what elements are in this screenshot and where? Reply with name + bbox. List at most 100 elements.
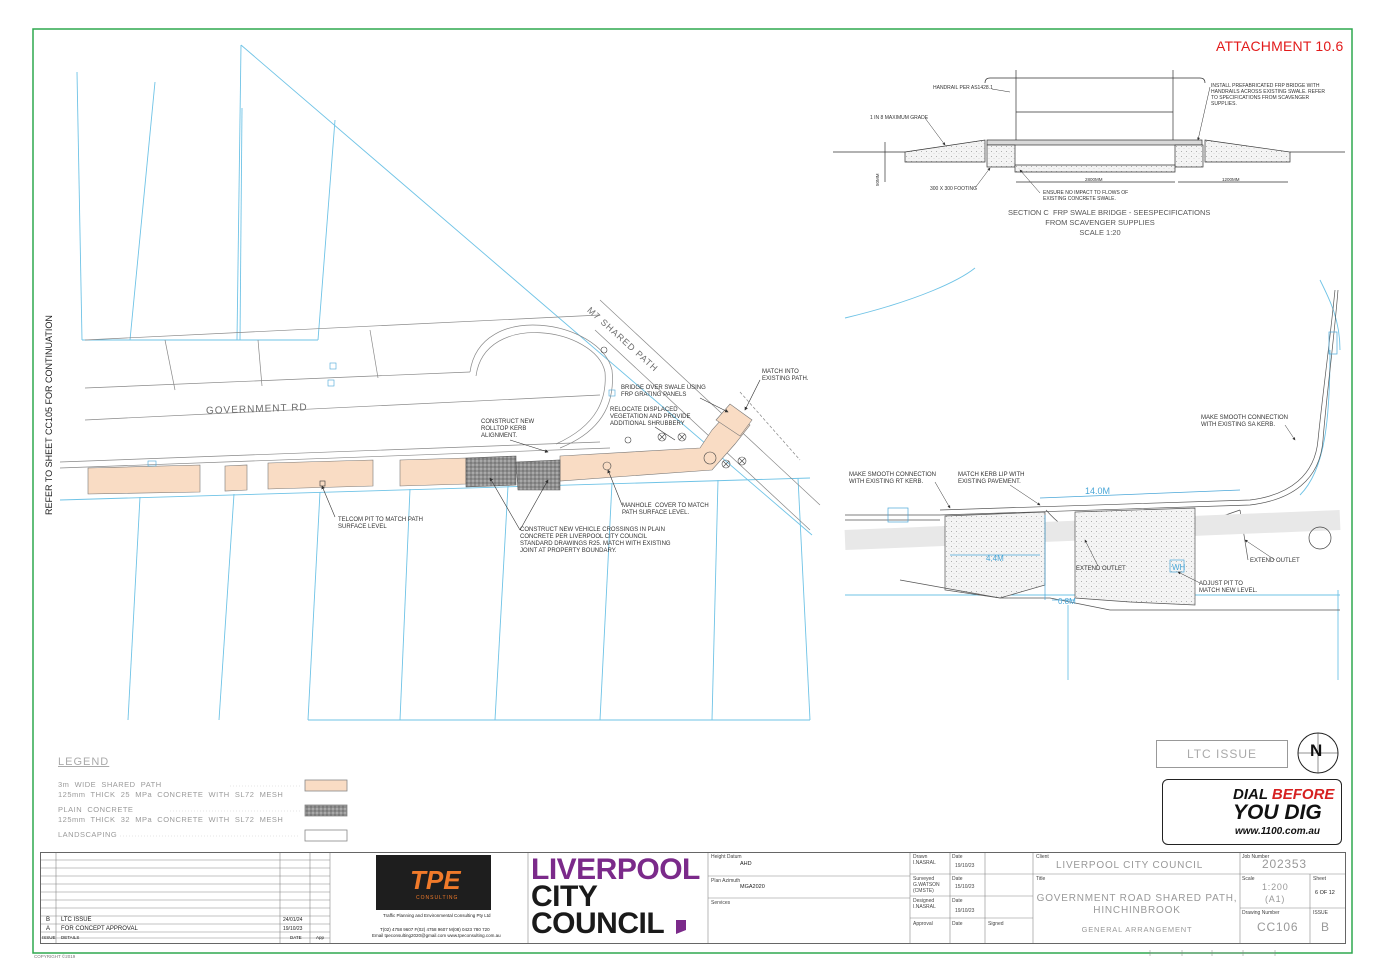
section-leaders (924, 86, 1211, 194)
label-kerb-lip: MATCH KERB LIP WITH EXISTING PAVEMENT. (958, 472, 1025, 485)
label-job: Job Number (1242, 854, 1270, 860)
liverpool-council-logo: LIVERPOOL CITY COUNCIL (531, 853, 700, 940)
consultant-contact: T(02) 4758 9607 F(02) 4758 9607 M(08) 04… (380, 927, 490, 932)
dim-4-4m: 4.4m (986, 554, 1004, 563)
label-smooth-sa: MAKE SMOOTH CONNECTION WITH EXISTING SA … (1201, 415, 1289, 428)
surveyed-by: G.WATSON (CMSTE) (913, 882, 940, 894)
label-sheet: Sheet (1313, 876, 1327, 882)
designed-date: 19/10/23 (955, 908, 975, 914)
dial-before-you-dig-badge: DIAL BEFORE YOU DIG www.1100.com.au (1162, 779, 1342, 845)
ltc-issue-stamp: LTC ISSUE (1156, 740, 1288, 768)
detail-leaders (934, 424, 1296, 584)
copyright-note: COPYRIGHT ©2019 (34, 954, 76, 959)
label-wh: WH (1172, 563, 1186, 572)
label-scale: Scale (1242, 876, 1255, 882)
dim-50: 50mm (875, 173, 880, 186)
issue-value: B (1321, 920, 1330, 934)
section-caption: SECTION C FRP SWALE BRIDGE - SEESPECIFIC… (1008, 208, 1211, 237)
label-match-existing-path: MATCH INTO EXISTING PATH. (762, 369, 809, 382)
rev-header-app: App (316, 935, 325, 940)
legend-swatch-landscaping (304, 829, 348, 842)
label-signed: Signed (988, 921, 1004, 927)
label-adjust-pit: ADJUST PIT TO MATCH NEW LEVEL. (1199, 581, 1258, 594)
job-number: 202353 (1262, 857, 1307, 871)
plan-leaders (321, 379, 761, 531)
label-bridge-over-swale: BRIDGE OVER SWALE USING FRP GRATING PANE… (621, 385, 706, 398)
label-extend-outlet-1: EXTEND OUTLET (1076, 566, 1126, 572)
label-relocate-vegetation: RELOCATE DISPLACED VEGETATION AND PROVID… (610, 407, 691, 427)
dial-before-text: DIAL BEFORE (1233, 786, 1334, 803)
continuation-note-text: REFER TO SHEET CC105 FOR CONTINUATION (44, 315, 54, 515)
detail-dimensions (950, 489, 1241, 601)
label-drawn: Drawn (913, 854, 928, 860)
legend-title: LEGEND (58, 756, 110, 768)
detail-view (844, 267, 1341, 680)
before-word: BEFORE (1271, 786, 1335, 803)
drawing-number: CC106 (1257, 920, 1299, 934)
label-title: Title (1036, 876, 1046, 882)
legend-item-landscaping: LANDSCAPING (58, 830, 118, 839)
scale-bar (1149, 950, 1276, 956)
label-designed: Designed (913, 898, 935, 904)
label-telecom-pit: TELCOM PIT TO MATCH PATH SURFACE LEVEL (338, 517, 424, 530)
legend-item-shared-path: 3m WIDE SHARED PATH 125mm THICK 25 MPa C… (58, 780, 284, 799)
detail-kerb (844, 289, 1341, 611)
council-logo-city: CITY (531, 880, 598, 913)
rev-a-issue: A (46, 926, 51, 932)
dbyd-website: www.1100.com.au (1235, 826, 1321, 837)
scale-value: 1:200 (1262, 882, 1289, 892)
council-logo-council: COUNCIL (531, 907, 665, 940)
dim-0-8m: 0.8m (1058, 597, 1076, 606)
label-grade: 1 IN 8 MAXIMUM GRADE (870, 115, 929, 121)
label-surveyed: Surveyed (913, 876, 935, 882)
north-arrow (1297, 732, 1339, 774)
rev-header-details: DETAILS (61, 935, 80, 940)
label-vehicle-crossings: CONSTRUCT NEW VEHICLE CROSSINGS IN PLAIN… (520, 527, 671, 554)
north-label: N (1310, 741, 1323, 760)
tpe-logo-text: TPE (410, 865, 461, 895)
dim-14m: 14.0m (1085, 486, 1111, 496)
label-install-bridge: INSTALL PREFABRICATED FRP BRIDGE WITH HA… (1211, 83, 1326, 107)
plan-view (59, 44, 813, 721)
drawn-by: I.NASRAL (913, 860, 936, 866)
label-rolltop-kerb: CONSTRUCT NEW ROLLTOP KERB ALIGNMENT. (481, 419, 535, 439)
tpe-logo-sub: CONSULTING (416, 895, 459, 901)
sheet-border (32, 28, 1353, 954)
legend-swatch-shared-path (304, 779, 348, 792)
client-name: LIVERPOOL CITY COUNCIL (1056, 860, 1204, 871)
you-dig-text: YOU DIG (1233, 801, 1322, 824)
label-drawn-date: Date (952, 854, 963, 860)
legend-swatch-plain-concrete (304, 804, 348, 817)
title-block (40, 852, 1346, 944)
drawing-title-line1: GOVERNMENT ROAD SHARED PATH, (1036, 893, 1238, 904)
label-approval-date: Date (952, 921, 963, 927)
drawing-title-line2: HINCHINBROOK (1093, 905, 1181, 916)
dim-2800: 2800mm (1085, 177, 1103, 182)
surveyed-date: 15/10/23 (955, 884, 975, 890)
label-surveyed-date: Date (952, 876, 963, 882)
attachment-label: ATTACHMENT 10.6 (1216, 38, 1344, 54)
dial-word: DIAL (1233, 786, 1268, 803)
title-block-grid (40, 852, 1346, 944)
label-manhole-cover: MANHOLE COVER TO MATCH PATH SURFACE LEVE… (622, 503, 709, 516)
dim-1200: 1200mm (1222, 177, 1240, 182)
tpe-logo: TPE CONSULTING (376, 855, 491, 910)
road-lines (59, 299, 821, 531)
drawing-subtitle: GENERAL ARRANGEMENT (1081, 925, 1193, 934)
section-c (833, 70, 1345, 183)
council-logo-liverpool: LIVERPOOL (531, 853, 700, 886)
rev-a-details: FOR CONCEPT APPROVAL (61, 926, 138, 932)
label-services: Services (711, 900, 731, 906)
height-datum: AHD (740, 861, 752, 867)
drawn-date: 19/10/23 (955, 863, 975, 869)
rev-b-details: LTC ISSUE (61, 917, 92, 923)
label-designed-date: Date (952, 898, 963, 904)
label-extend-outlet-2: EXTEND OUTLET (1250, 558, 1300, 564)
legend-leaders (120, 785, 300, 837)
label-height-datum: Height Datum (711, 854, 742, 860)
label-drawing-number: Drawing Number (1242, 910, 1280, 916)
rev-b-date: 24/01/24 (283, 917, 303, 923)
consultant-name: Traffic Planning and Environmental Consu… (383, 913, 491, 918)
council-logo-mark (676, 920, 686, 934)
